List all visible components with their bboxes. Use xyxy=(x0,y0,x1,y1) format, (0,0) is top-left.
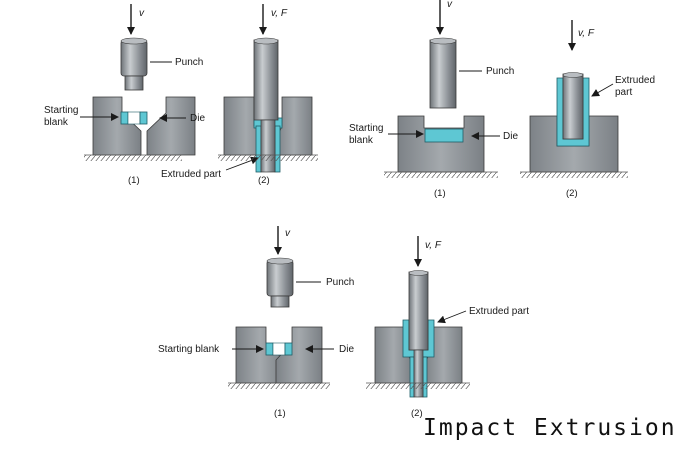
figure-c: v Punch Starting blank Die xyxy=(158,226,529,419)
part-leader xyxy=(591,83,614,97)
ground-hatch xyxy=(384,172,498,178)
punch xyxy=(429,37,457,109)
die-label: Die xyxy=(503,131,518,142)
ground-hatch xyxy=(520,172,628,178)
velocity-force-label: v, F xyxy=(271,8,288,19)
blank-label: Starting blank xyxy=(158,344,220,355)
punch xyxy=(562,72,584,140)
starting-blank xyxy=(120,111,148,125)
figure-c-step1: v Punch Starting blank Die xyxy=(158,226,354,419)
die-label: Die xyxy=(339,344,354,355)
die-label: Die xyxy=(190,113,205,124)
figure-b-step2: v, F Extruded part (2) xyxy=(520,20,655,199)
part-label-line2: part xyxy=(615,87,632,98)
figure-a-step2: v, F Extruded part (2) xyxy=(161,4,318,186)
punch-label: Punch xyxy=(486,66,514,77)
ground-hatch xyxy=(84,155,182,161)
blank-label-line1: Starting xyxy=(349,123,383,134)
figure-b-step1: v Punch Starting blank Die (1) xyxy=(349,0,518,199)
punch-label: Punch xyxy=(326,277,354,288)
step-label: (2) xyxy=(411,408,423,419)
page-title: Impact Extrusion xyxy=(423,415,677,441)
figure-a-step1: v Punch Die Starting blank xyxy=(44,4,205,186)
punch-label: Punch xyxy=(175,57,203,68)
part-label-line1: Extruded xyxy=(615,75,655,86)
velocity-label: v xyxy=(447,0,453,10)
figure-c-step2: v, F Extruded part (2) xyxy=(366,236,529,419)
punch xyxy=(266,257,294,308)
step-label: (1) xyxy=(128,175,140,186)
punch xyxy=(408,270,429,398)
ground-hatch xyxy=(366,383,470,389)
ground-hatch xyxy=(228,383,330,389)
starting-blank xyxy=(265,342,293,356)
blank-label-line2: blank xyxy=(349,135,374,146)
velocity-force-label: v, F xyxy=(425,240,442,251)
step-label: (1) xyxy=(434,188,446,199)
punch xyxy=(120,37,148,91)
ground-hatch xyxy=(218,155,318,161)
die xyxy=(223,96,313,156)
die xyxy=(397,115,485,173)
step-label: (2) xyxy=(258,175,270,186)
die xyxy=(235,326,323,384)
blank-label-line1: Starting xyxy=(44,105,78,116)
starting-blank xyxy=(424,128,464,143)
step-label: (1) xyxy=(274,408,286,419)
part-label: Extruded part xyxy=(161,169,221,180)
part-leader xyxy=(437,310,467,324)
velocity-label: v xyxy=(285,228,291,239)
part-label: Extruded part xyxy=(469,306,529,317)
die xyxy=(92,96,196,156)
blank-label-line2: blank xyxy=(44,117,69,128)
step-label: (2) xyxy=(566,188,578,199)
velocity-label: v xyxy=(139,8,145,19)
figure-b: v Punch Starting blank Die (1) v, F xyxy=(349,0,655,199)
figure-a: v Punch Die Starting blank xyxy=(44,4,318,186)
velocity-force-label: v, F xyxy=(578,28,595,39)
